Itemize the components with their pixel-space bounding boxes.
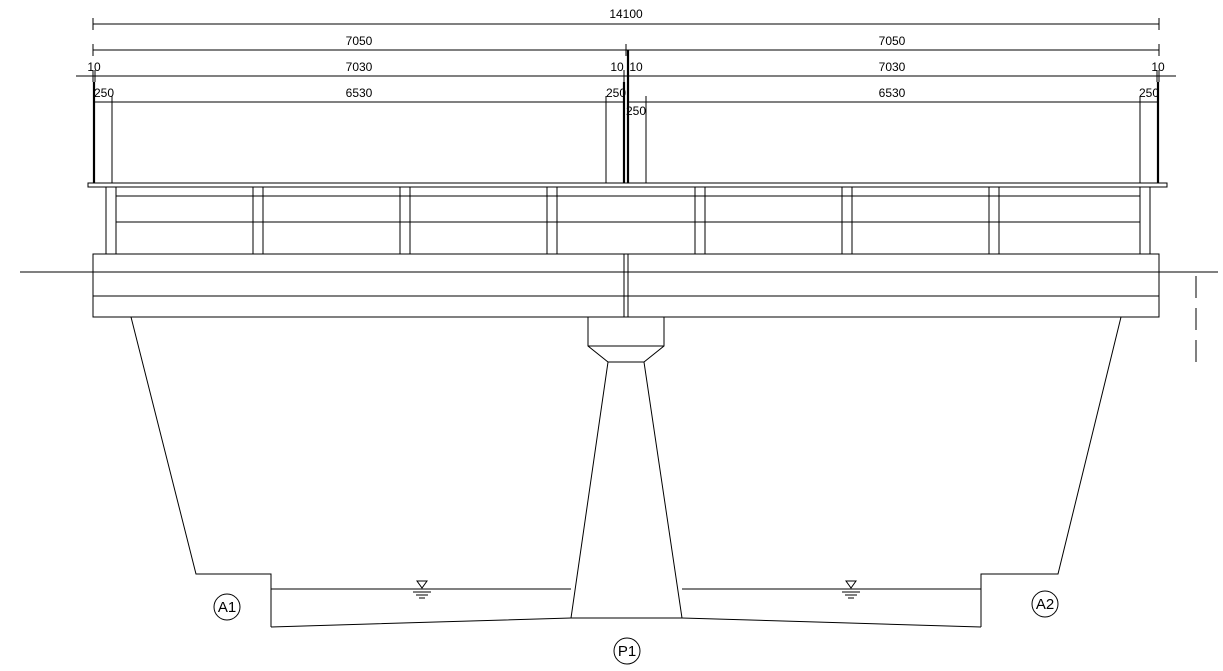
handrail-post <box>1139 186 1151 255</box>
dimension-edge-10-d-label: 10 <box>1151 60 1165 74</box>
dimension-half-right-label: 7050 <box>879 34 906 48</box>
dimension-edge-10-a-label: 10 <box>87 60 101 74</box>
dimension-half-left-label: 7050 <box>346 34 373 48</box>
abutment-a1 <box>130 316 272 627</box>
extension-lines <box>92 50 1160 183</box>
dimension-clear: 250 6530 250 250 6530 250 <box>93 86 1159 118</box>
dimension-edge-250-d-label: 250 <box>1139 86 1159 100</box>
dimension-inner-right-label: 7030 <box>879 60 906 74</box>
dimension-total-label: 14100 <box>609 7 643 21</box>
dimension-total: 14100 <box>92 7 1160 30</box>
dimension-edge-250-a-label: 250 <box>94 86 114 100</box>
water-level-symbol-left <box>413 580 431 599</box>
handrail <box>87 182 1168 255</box>
label-a1: A1 <box>213 593 241 621</box>
deck-girder <box>20 253 1218 364</box>
label-a1-text: A1 <box>218 599 236 616</box>
pier-column <box>570 361 683 619</box>
dimension-inner-left-label: 7030 <box>346 60 373 74</box>
dimension-edge-10-c-label: 10 <box>629 60 643 74</box>
dimension-clear-right-label: 6530 <box>879 86 906 100</box>
handrail-post <box>399 186 411 255</box>
label-p1: P1 <box>613 637 641 665</box>
dimension-inner: 10 7030 10 10 7030 10 <box>76 60 1176 82</box>
pier-cap <box>587 316 665 363</box>
label-p1-text: P1 <box>618 643 636 660</box>
label-a2-text: A2 <box>1036 596 1054 613</box>
water-level-symbol-right <box>842 580 860 599</box>
dimension-edge-250-c-label: 250 <box>626 104 646 118</box>
dimension-edge-10-b-label: 10 <box>610 60 624 74</box>
handrail-post <box>694 186 706 255</box>
abutment-a2 <box>980 316 1122 627</box>
dimension-clear-left-label: 6530 <box>346 86 373 100</box>
riverbed <box>270 588 982 628</box>
handrail-post <box>841 186 853 255</box>
dimension-edge-250-b-label: 250 <box>606 86 626 100</box>
handrail-post <box>252 186 264 255</box>
handrail-post <box>546 186 558 255</box>
handrail-post <box>105 186 117 255</box>
handrail-post <box>988 186 1000 255</box>
dimension-halves: 7050 7050 <box>92 34 1160 56</box>
pier-p1 <box>570 316 683 619</box>
label-a2: A2 <box>1031 590 1059 618</box>
